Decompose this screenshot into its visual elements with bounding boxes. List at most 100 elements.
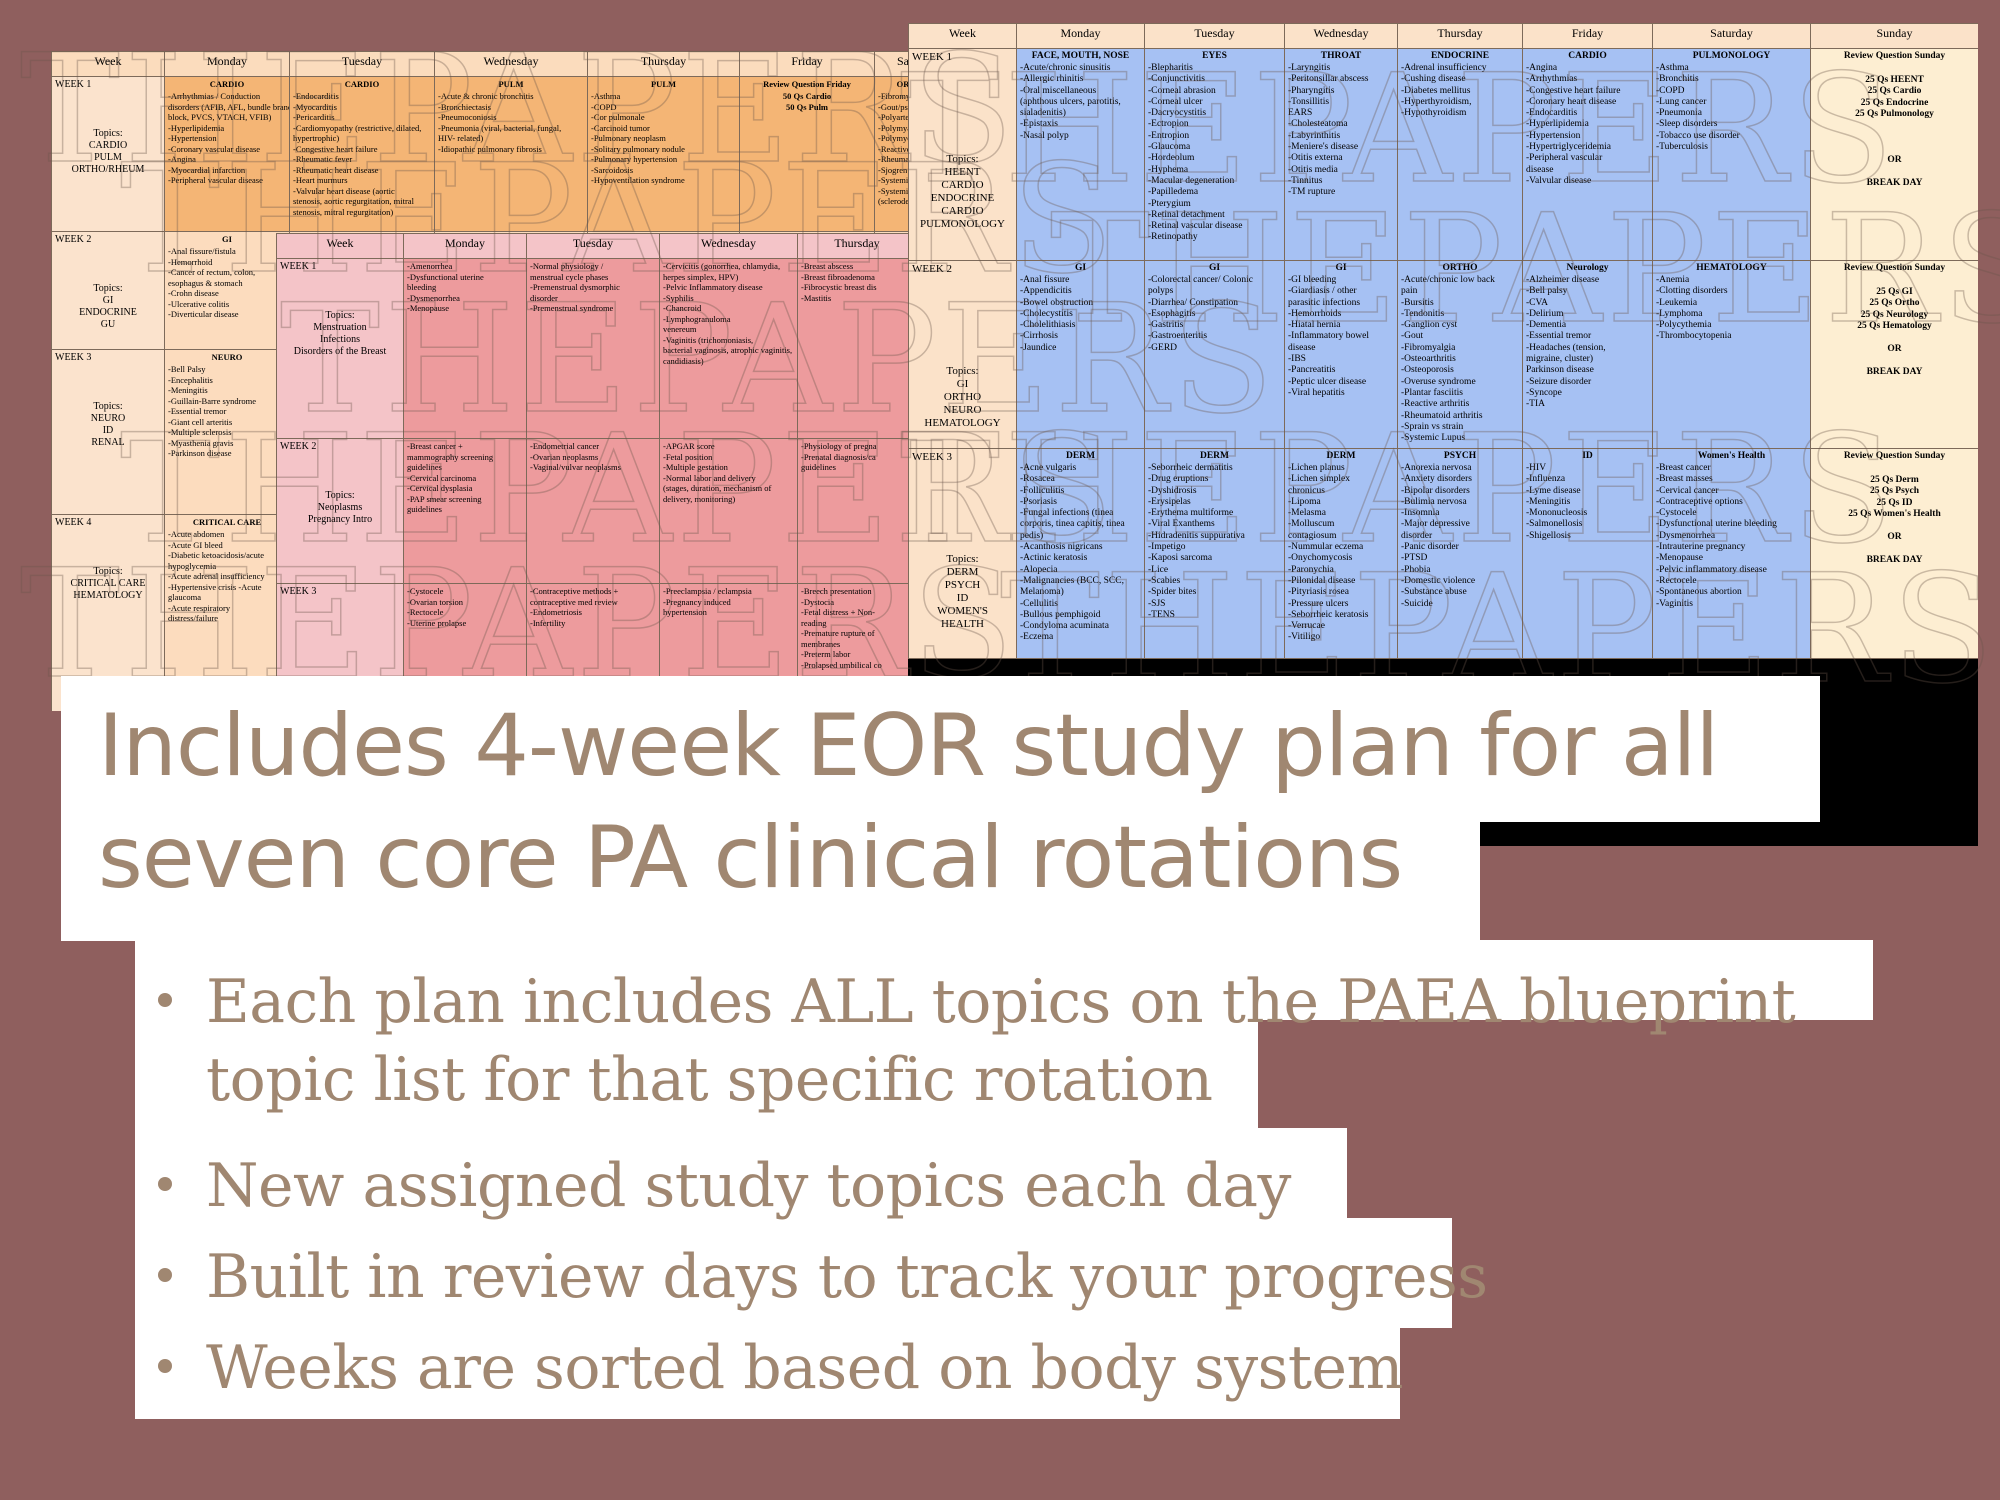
day-topic-item: block, PVCS, VTACH, VFIB) <box>168 112 272 122</box>
day-topic-item: -Diarrhea/ Constipation <box>1148 297 1238 308</box>
day-topic-item: -Hyperlipidemia <box>168 122 225 133</box>
day-topic-item: -Verrucae <box>1288 621 1325 632</box>
day-topic-item: parasitic infections <box>1288 297 1361 308</box>
day-cell: Neurology-Alzheimer disease-Bell palsy-C… <box>1522 260 1653 449</box>
day-topic-item: -Vaginal/vulvar neoplasms <box>530 462 621 472</box>
day-topic-item: -Osteoarthritis <box>1401 354 1456 365</box>
day-topic-item: stenosis, mitral regurgitation) <box>293 206 394 217</box>
day-topic-item: 25 Qs GI <box>1876 286 1913 297</box>
day-topic-heading: CARDIO <box>1568 51 1607 61</box>
day-topic-item: -Guillain-Barre syndrome <box>168 395 257 406</box>
day-topic-item: -Carcinoid tumor <box>591 122 650 133</box>
day-topic-item: -Acute respiratory <box>168 602 231 613</box>
day-topic-item: menstrual cycle phases <box>530 271 609 282</box>
topic-line: Topics: <box>946 365 979 377</box>
day-topic-item: -Acanthosis nigricans <box>1020 542 1103 553</box>
day-topic-item: -Ectropion <box>1148 119 1189 130</box>
day-topic-item: -Giant cell arteritis <box>168 416 233 427</box>
day-topic-item: 25 Qs Neurology <box>1860 309 1929 320</box>
day-topic-item: -Hypertensive crisis -Acute <box>168 581 262 592</box>
day-topic-item: -Suicide <box>1401 598 1433 609</box>
day-topic-item: -Gout/pse <box>878 101 912 112</box>
day-topic-item: -Asthma <box>591 91 621 101</box>
day-topic-item: -Tendonitis <box>1401 308 1445 319</box>
day-topic-item: disease <box>1288 342 1316 353</box>
day-topic-item: -Vaginitis <box>1656 598 1693 609</box>
topic-line: CARDIO <box>941 179 984 191</box>
topic-line: ID <box>102 425 114 436</box>
day-topic-item: -Diabetes mellitus <box>1401 85 1471 96</box>
day-topic-item: -Laryngitis <box>1288 63 1331 73</box>
day-topic-item: -Seborrheic dermatitis <box>1148 463 1233 473</box>
column-header: Friday <box>739 51 875 77</box>
day-cell: -Physiology of pregna-Prenatal diagnosis… <box>797 438 916 584</box>
week-label: WEEK 4 <box>55 517 92 528</box>
day-topic-item: -Cervical carcinoma <box>407 472 477 483</box>
day-topic-item: -Tonsillitis <box>1288 96 1330 107</box>
day-topic-item: -Breast masses <box>1656 474 1713 485</box>
day-topic-item: -Systemic <box>878 175 912 185</box>
day-topic-item: -Bronchiectasis <box>438 101 491 112</box>
day-topic-item: -Lyme disease <box>1526 485 1581 496</box>
day-topic-item: -Coronary heart disease <box>1526 96 1617 107</box>
day-topic-item: disease <box>1526 164 1554 175</box>
day-topic-item: -Conjunctivitis <box>1148 74 1205 85</box>
day-topic-item: -Polycythemia <box>1656 320 1712 331</box>
day-topic-item: -Gastritis <box>1148 320 1184 331</box>
day-topic-item: -Viral hepatitis <box>1288 387 1345 398</box>
day-topic-item: -Bowel obstruction <box>1020 297 1094 308</box>
day-topic-item: -Bulimia nervosa <box>1401 496 1467 507</box>
day-topic-item: -Nummular eczema <box>1288 542 1364 553</box>
day-topic-item: venereum <box>663 324 697 334</box>
day-topic-item: 25 Qs Hematology <box>1857 321 1932 331</box>
day-topic-item: -Anal fissure <box>1020 275 1070 285</box>
day-topic-item: -Ulcerative colitis <box>168 298 230 309</box>
topic-line: RENAL <box>91 437 125 448</box>
day-topic-item: 25 Qs Pulmonology <box>1855 109 1934 119</box>
day-topic-item: -Tinnitus <box>1288 175 1323 186</box>
day-topic-item: -Lymphogranuloma <box>663 313 731 324</box>
day-topic-item: 50 Qs Cardio <box>782 91 832 101</box>
day-topic-item: -Normal physiology / <box>530 261 604 271</box>
topic-line: Topics: <box>325 490 355 501</box>
day-topic-item: -Pressure ulcers <box>1288 598 1349 609</box>
day-topic-item: -Spider bites <box>1148 587 1197 598</box>
day-topic-item: -Menopause <box>407 303 450 313</box>
column-header: Friday <box>1522 23 1653 49</box>
day-topic-heading: Women's Health <box>1697 451 1766 461</box>
day-topic-item: -Anorexia nervosa <box>1401 463 1472 473</box>
day-topic-item: -Arrhythmias <box>1526 74 1578 85</box>
week-label: WEEK 2 <box>912 263 953 275</box>
day-topic-item: -Papilledema <box>1148 187 1199 198</box>
day-topic-item: -Cellulitis <box>1020 598 1058 609</box>
day-topic-item: -Endocarditis <box>293 91 339 101</box>
day-topic-item: -PAP smear screening <box>407 493 482 504</box>
day-topic-item: bleeding <box>407 282 437 292</box>
day-topic-item: -Intrauterine pregnancy <box>1656 542 1746 553</box>
day-topic-item: 25 Qs Ortho <box>1869 298 1920 308</box>
day-topic-item: disorders (AFIB, AFL, bundle branch <box>168 101 290 112</box>
day-topic-item: -Lichen planus <box>1288 463 1345 473</box>
day-topic-item: -Prenatal diagnosis/ca <box>801 451 876 462</box>
topic-line: Topics: <box>946 553 979 565</box>
column-header: Wednesday <box>1284 23 1398 49</box>
day-topic-item: -Hyperlipidemia <box>1526 119 1589 130</box>
day-topic-item: -Cystocele <box>407 586 444 596</box>
day-cell: PULM-Acute & chronic bronchitis-Bronchie… <box>434 76 588 232</box>
topic-line: CARDIO <box>941 205 984 217</box>
topic-line: PSYCH <box>944 579 981 591</box>
day-topic-item: -Pulmonary neoplasm <box>591 133 666 143</box>
day-topic-heading: DERM <box>1065 451 1096 461</box>
day-topic-item: -COPD <box>591 101 617 112</box>
day-topic-item: -GERD <box>1148 342 1178 353</box>
